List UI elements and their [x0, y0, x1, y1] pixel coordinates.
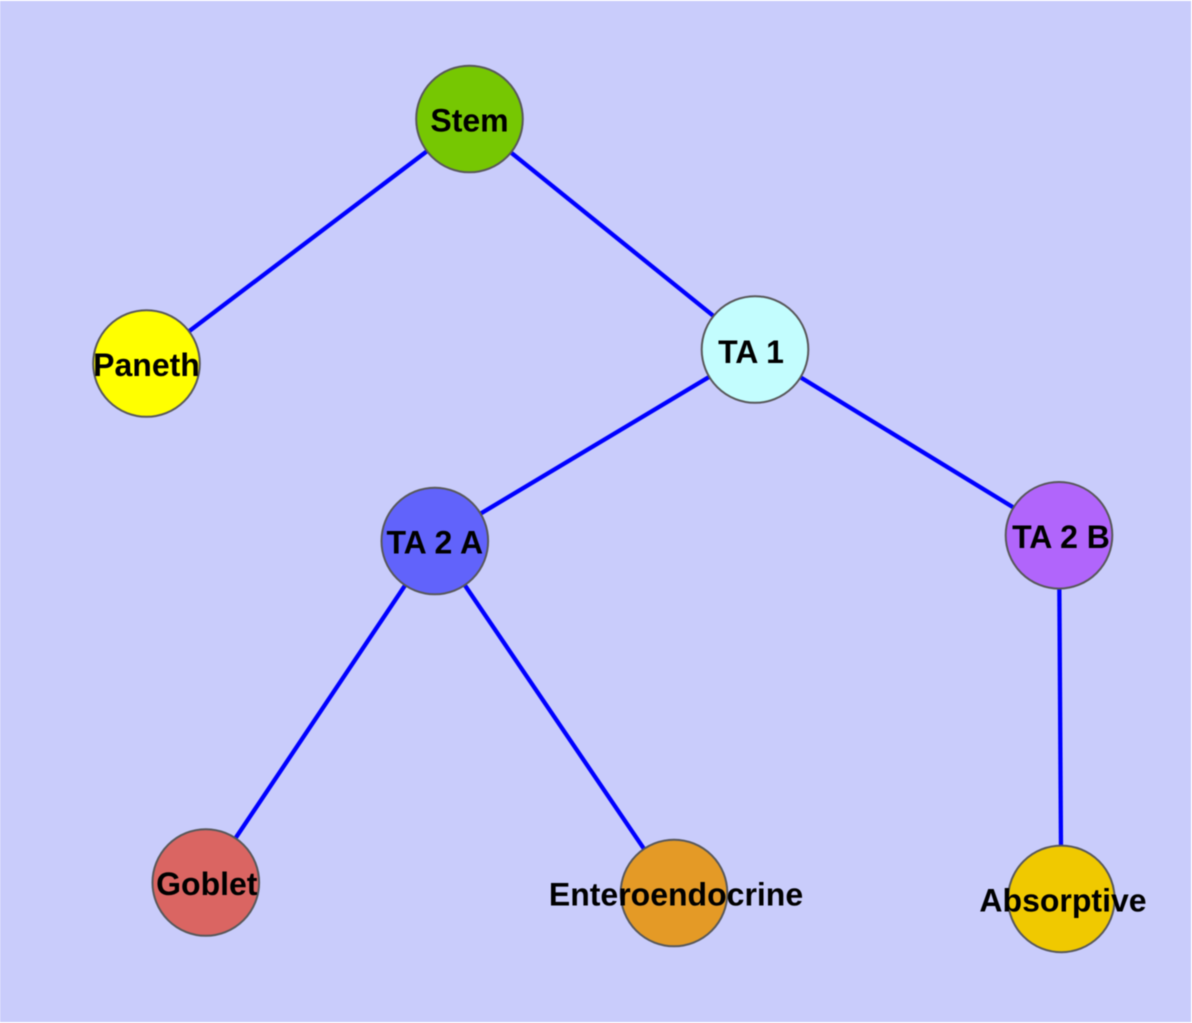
svg-text:Absorptive: Absorptive: [979, 882, 1146, 918]
svg-text:Stem: Stem: [430, 103, 508, 139]
svg-text:TA 2 A: TA 2 A: [387, 525, 484, 561]
svg-text:Paneth: Paneth: [93, 347, 200, 383]
svg-text:TA 1: TA 1: [718, 334, 784, 370]
svg-text:Enteroendocrine: Enteroendocrine: [549, 877, 803, 913]
svg-text:Goblet: Goblet: [156, 866, 258, 902]
svg-text:TA 2 B: TA 2 B: [1012, 519, 1110, 555]
